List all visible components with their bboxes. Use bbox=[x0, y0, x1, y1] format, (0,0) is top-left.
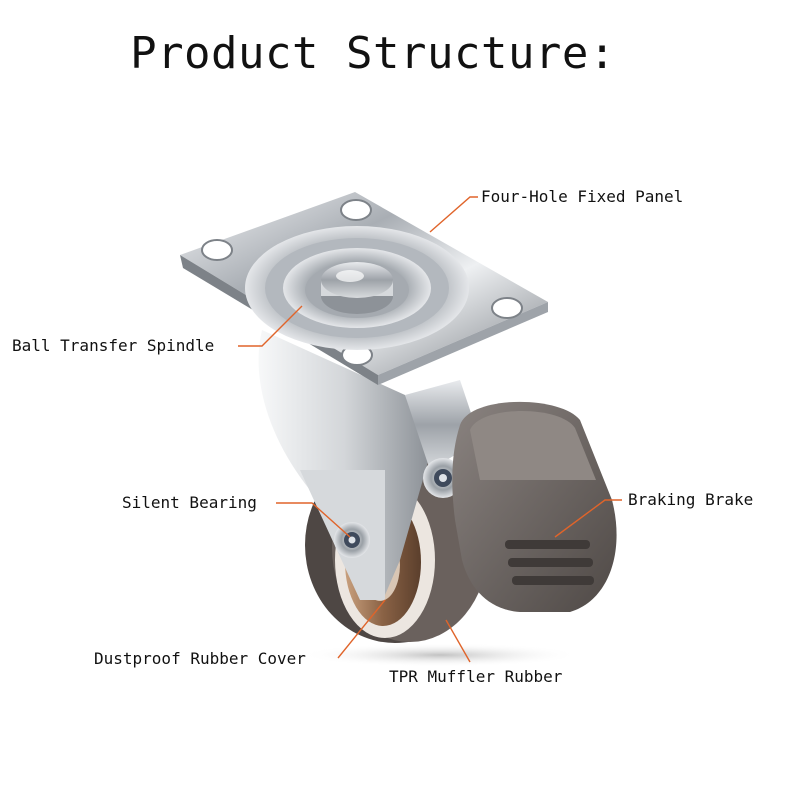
brake-pedal bbox=[452, 401, 617, 612]
leader-dustproof-rubber-cover bbox=[337, 599, 386, 659]
brake-grip-rib-2 bbox=[508, 558, 593, 567]
leader-lines bbox=[238, 196, 622, 663]
brake-grip-rib-3 bbox=[512, 576, 594, 585]
leader-four-hole-fixed-panel bbox=[429, 196, 478, 233]
plate-hole-2 bbox=[340, 199, 372, 221]
label-silent-bearing: Silent Bearing bbox=[122, 493, 257, 512]
label-ball-transfer-spindle: Ball Transfer Spindle bbox=[12, 336, 215, 355]
leader-ball-transfer-spindle bbox=[238, 305, 303, 347]
leader-braking-brake bbox=[554, 499, 622, 538]
ball-transfer-spindle-part bbox=[245, 226, 469, 350]
plate-hole-3 bbox=[491, 297, 523, 319]
label-dustproof-rubber-cover: Dustproof Rubber Cover bbox=[94, 649, 306, 668]
brake-grip-rib-1 bbox=[505, 540, 590, 549]
label-four-hole-fixed-panel: Four-Hole Fixed Panel bbox=[481, 187, 684, 206]
page-title: Product Structure: bbox=[130, 28, 616, 79]
plate-hole-1 bbox=[201, 239, 233, 261]
leader-silent-bearing bbox=[276, 502, 351, 538]
label-tpr-muffler-rubber: TPR Muffler Rubber bbox=[389, 667, 563, 686]
fork-bracket bbox=[258, 330, 480, 600]
floor-shadow bbox=[300, 643, 580, 667]
leader-tpr-muffler-rubber bbox=[445, 619, 471, 663]
label-braking-brake: Braking Brake bbox=[628, 490, 754, 509]
